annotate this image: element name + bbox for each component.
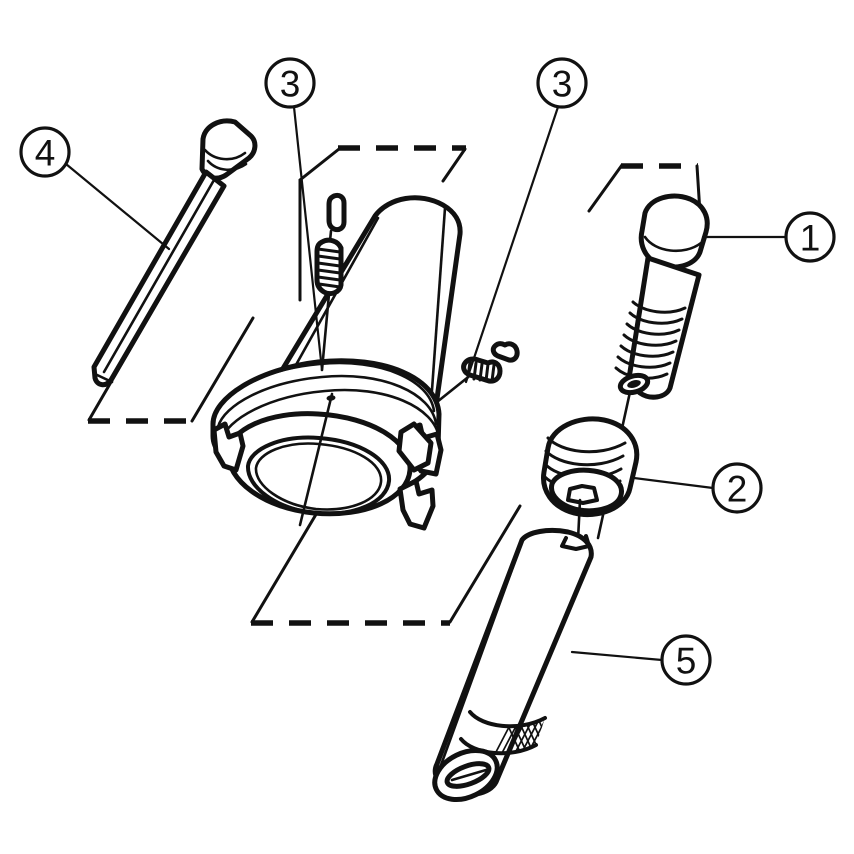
coupling-drive-slot-left <box>211 421 246 473</box>
callout-circle-3-left[interactable] <box>264 57 316 109</box>
clamping-screw-end-hole <box>627 380 641 388</box>
knurled-sleeve-band-bottom <box>459 737 538 756</box>
callout-bubble-3-left[interactable]: 3 <box>264 57 316 109</box>
threaded-bushing-front-face <box>549 467 624 514</box>
set-screw-right-axis <box>435 376 469 404</box>
leader-line-2 <box>632 476 715 490</box>
callout-circle-2[interactable] <box>711 462 763 514</box>
callout-circle-4[interactable] <box>19 126 71 178</box>
part-coupling-body <box>210 195 463 531</box>
callout-circle-5[interactable] <box>660 634 712 686</box>
threaded-bushing-slot <box>566 484 599 505</box>
set-screw-right-stem <box>494 351 502 360</box>
coupling-drive-slot-right-lower <box>397 478 436 531</box>
locating-pin-head-groove-1 <box>203 148 247 161</box>
knurled-sleeve-band-top <box>468 710 547 729</box>
coupling-flange-rib-3 <box>219 388 441 443</box>
coupling-flange-rib-2 <box>216 374 438 429</box>
coupling-bore-ring-outer <box>245 435 392 516</box>
leader-lines <box>64 105 788 662</box>
part-knurled-sleeve <box>432 527 594 803</box>
coupling-bore-ring-inner <box>254 442 383 511</box>
callout-label-4: 4 <box>35 133 56 174</box>
leader-line-3-right <box>464 105 560 384</box>
bracket-screw-left-leg <box>587 163 624 213</box>
leader-line-3-left <box>292 105 324 372</box>
bracket-body-lower-right-leg <box>448 504 522 624</box>
leader-line-4 <box>64 162 171 251</box>
bracket-left-leg <box>298 147 341 302</box>
callout-label-2: 2 <box>727 469 748 510</box>
callout-bubble-3-right[interactable]: 3 <box>536 57 588 109</box>
knurled-sleeve-top-notch <box>560 534 591 551</box>
knurled-sleeve-edge-left <box>439 540 524 767</box>
part-set-screw-right <box>435 341 520 404</box>
set-screw-left-threads <box>316 247 342 289</box>
callout-label-3-left: 3 <box>280 64 301 105</box>
callout-circle-1[interactable] <box>784 211 836 263</box>
coupling-key-block <box>396 421 434 473</box>
callout-label-1: 1 <box>800 218 821 259</box>
callout-bubble-4[interactable]: 4 <box>19 126 71 178</box>
part-set-screw-left <box>314 192 347 372</box>
callout-bubble-2[interactable]: 2 <box>711 462 763 514</box>
set-screw-left-key-pin <box>326 192 347 233</box>
callout-bubble-1[interactable]: 1 <box>784 211 836 263</box>
set-screw-left-axis <box>320 292 331 372</box>
callout-label-3-right: 3 <box>552 64 573 105</box>
coupling-centre-axis <box>298 392 334 527</box>
locating-pin-head-groove-2 <box>206 159 248 171</box>
bracket-body-right-leg <box>441 147 467 183</box>
part-threaded-bushing <box>541 416 640 542</box>
bracket-lower-right-leg <box>190 316 255 423</box>
set-screw-left-stem <box>328 229 333 243</box>
set-screw-right-key-pin <box>490 341 520 363</box>
coupling-body-shank-edge-right <box>428 206 447 420</box>
callout-bubble-5[interactable]: 5 <box>660 634 712 686</box>
part-locating-pin <box>91 118 258 388</box>
bracket-body-lower-left-leg <box>250 504 323 624</box>
clamping-screw-head-groove <box>643 235 703 253</box>
bracket-coupling-body <box>250 147 522 626</box>
callout-circle-3-right[interactable] <box>536 57 588 109</box>
coupling-front-face <box>225 411 413 517</box>
knurled-sleeve-socket-key <box>450 768 488 782</box>
leader-line-5 <box>570 650 664 662</box>
locating-pin-highlight <box>102 178 216 374</box>
locating-pin-tip-chamfer <box>93 372 114 384</box>
coupling-flange-rib-1 <box>214 361 436 416</box>
callout-label-5: 5 <box>676 641 697 682</box>
